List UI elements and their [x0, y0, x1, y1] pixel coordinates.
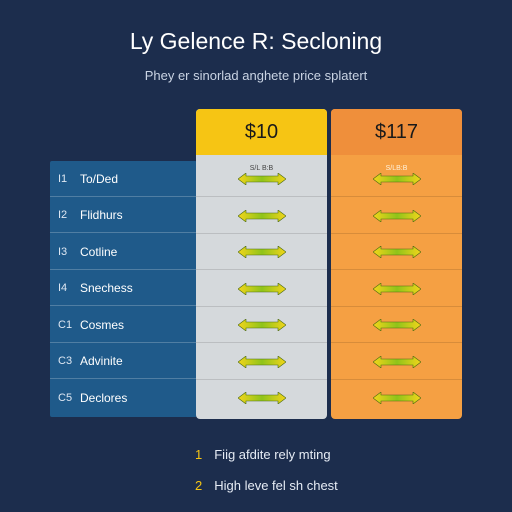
plan-cell — [331, 198, 462, 234]
feature-row: I2 Flidhurs — [50, 197, 197, 233]
feature-label: Advinite — [80, 353, 123, 368]
plan-cell — [196, 271, 327, 307]
footnote-number: 2 — [195, 478, 203, 493]
feature-row: C3 Advinite — [50, 343, 197, 379]
plan-cell — [331, 380, 462, 416]
plan-cell — [196, 198, 327, 234]
double-arrow-icon — [372, 318, 421, 331]
feature-number: I2 — [58, 208, 68, 221]
double-arrow-icon — [237, 209, 286, 222]
footnote-number: 1 — [195, 447, 203, 462]
page-subtitle: Phey er sinorlad anghete price splatert — [144, 68, 368, 83]
plan-column-basic[interactable]: $10 S/L B:B — [196, 109, 327, 419]
plan-cell — [196, 380, 327, 416]
double-arrow-icon — [237, 245, 286, 258]
feature-number: C5 — [58, 392, 73, 404]
feature-label: Declores — [80, 391, 128, 405]
feature-number: I3 — [58, 245, 68, 258]
feature-row: I4 Snechess — [50, 270, 197, 306]
plan-cell — [331, 271, 462, 307]
feature-number: I1 — [58, 172, 68, 185]
double-arrow-icon — [237, 318, 286, 331]
double-arrow-icon — [372, 282, 421, 295]
plan-cell — [331, 234, 462, 270]
double-arrow-icon — [237, 392, 286, 404]
feature-number: C1 — [58, 318, 73, 331]
plan-cell — [196, 234, 327, 270]
double-arrow-icon — [237, 355, 286, 368]
feature-label: To/Ded — [80, 171, 119, 186]
page-title: Ly Gelence R: Secloning — [129, 28, 383, 54]
plan-price: $117 — [331, 109, 462, 155]
plan-cell — [196, 307, 327, 343]
feature-row: C5 Declores — [50, 380, 197, 416]
plan-column-premium[interactable]: $117 S/LB:B — [331, 109, 462, 419]
double-arrow-icon — [237, 172, 286, 185]
feature-number: I4 — [58, 281, 68, 294]
double-arrow-icon — [237, 282, 286, 295]
double-arrow-icon — [372, 355, 421, 368]
feature-label: Snechess — [80, 280, 133, 295]
plan-cell — [331, 344, 462, 380]
feature-number: C3 — [58, 354, 73, 367]
footnote-text: Fiig afdite rely mting — [214, 447, 331, 462]
plan-subtext: S/L B:B — [249, 165, 274, 172]
footnote: 1 Fiig afdite rely mting — [195, 447, 331, 462]
feature-label: Cosmes — [80, 317, 125, 332]
plan-cell — [331, 161, 462, 197]
feature-row: C1 Cosmes — [50, 307, 197, 343]
double-arrow-icon — [372, 392, 421, 404]
plan-subtext: S/LB:B — [385, 165, 408, 172]
plan-cell — [196, 344, 327, 380]
feature-column: I1 To/Ded I2 Flidhurs I3 Cotline I4 Snec… — [50, 161, 197, 417]
double-arrow-icon — [372, 172, 421, 185]
feature-row: I3 Cotline — [50, 234, 197, 270]
double-arrow-icon — [372, 245, 421, 258]
feature-label: Flidhurs — [80, 207, 123, 222]
feature-row: I1 To/Ded — [50, 161, 197, 197]
plan-cell — [331, 307, 462, 343]
footnote: 2 High leve fel sh chest — [195, 478, 338, 493]
feature-label: Cotline — [80, 244, 118, 259]
plan-price: $10 — [196, 109, 327, 155]
plan-cell — [196, 161, 327, 197]
footnote-text: High leve fel sh chest — [214, 478, 338, 493]
double-arrow-icon — [372, 209, 421, 222]
